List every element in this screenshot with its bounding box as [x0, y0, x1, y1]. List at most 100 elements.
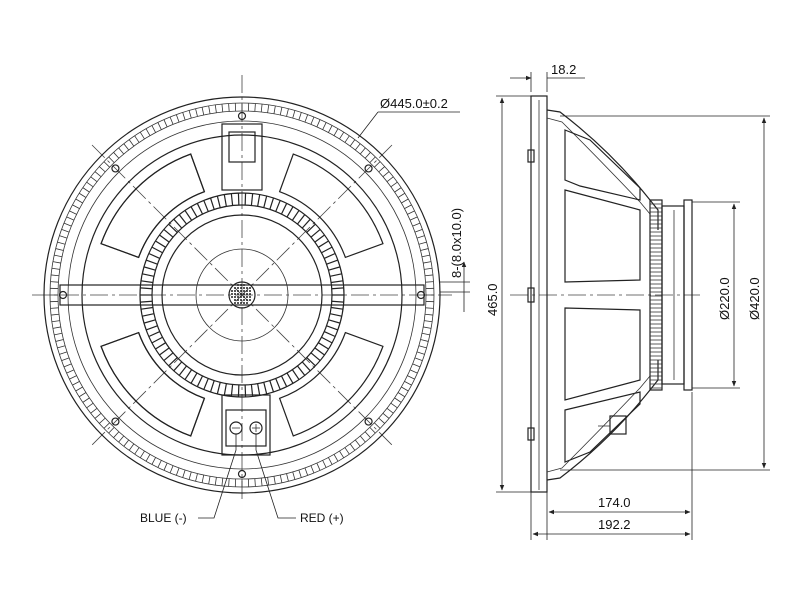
grille-dot	[240, 284, 242, 286]
surround-tick	[134, 135, 140, 143]
surround-tick	[82, 187, 90, 193]
cooling-fin	[250, 384, 254, 397]
cooling-fin	[263, 382, 268, 395]
cooling-fin	[203, 378, 209, 390]
side-view: 18.2 465.0 Ø220.0 Ø420.0 174.0 192.2	[485, 62, 770, 540]
cooling-fin	[301, 361, 311, 372]
cooling-fin	[314, 347, 325, 356]
surround-tick	[128, 139, 135, 147]
surround-tick	[390, 181, 398, 188]
cooling-fin	[143, 266, 156, 271]
cooling-fin	[223, 383, 227, 396]
cooling-fin	[323, 252, 336, 259]
surround-tick	[374, 422, 381, 429]
cooling-fin	[321, 246, 333, 254]
surround-tick	[349, 443, 356, 451]
surround-tick	[404, 204, 412, 209]
surround-tick	[118, 147, 125, 155]
outer-diameter-leader	[357, 111, 379, 139]
cooling-fin	[280, 375, 288, 387]
cooling-fin	[196, 375, 204, 387]
surround-tick	[55, 248, 64, 251]
grille-dot	[246, 287, 248, 289]
surround-tick	[273, 476, 276, 485]
surround-tick	[69, 375, 77, 380]
surround-tick	[94, 171, 102, 178]
mounting-hole	[111, 417, 120, 426]
surround-tick	[61, 228, 70, 233]
surround-tick	[228, 478, 230, 487]
surround-tick	[416, 351, 425, 355]
surround-tick	[260, 477, 263, 486]
surround-ticks	[50, 103, 434, 487]
surround-tick	[298, 112, 302, 121]
surround-tick	[163, 462, 168, 471]
surround-tick	[94, 412, 102, 419]
surround-tick	[420, 248, 429, 251]
surround-tick	[386, 407, 394, 414]
grille-dot	[240, 296, 242, 298]
surround-tick	[423, 261, 432, 264]
surround-tick	[208, 105, 211, 114]
basket-top-inner	[546, 117, 651, 215]
surround-tick	[139, 450, 145, 459]
grille-dot	[237, 287, 239, 289]
surround-tick	[390, 402, 398, 409]
surround-tick	[328, 125, 333, 133]
cooling-fin	[216, 195, 221, 208]
surround-tick	[292, 471, 296, 480]
cooling-fin	[190, 372, 198, 384]
cooling-fin	[148, 331, 161, 338]
surround-tick	[382, 171, 390, 178]
grille-dot	[234, 290, 236, 292]
grille-dot	[240, 287, 242, 289]
grille-dot	[246, 302, 248, 304]
basket-window	[100, 153, 206, 259]
cooling-fin	[269, 197, 275, 210]
surround-tick	[103, 422, 110, 429]
surround-tick	[344, 447, 350, 455]
grille-dot	[240, 302, 242, 304]
surround-tick	[182, 469, 186, 478]
surround-tick	[123, 439, 130, 447]
surround-tick	[378, 166, 385, 173]
grille-dot	[246, 299, 248, 301]
red-terminal-leader	[255, 434, 296, 519]
surround-tick	[201, 474, 205, 483]
cooling-fin	[301, 218, 311, 229]
frame-outer-ring	[43, 96, 441, 494]
cooling-fin	[250, 193, 254, 206]
surround-tick	[286, 108, 289, 117]
surround-tick	[55, 339, 64, 342]
magnet-diameter-label: Ø220.0	[717, 277, 732, 320]
cooling-fin	[275, 200, 281, 212]
grille-dot	[243, 284, 245, 286]
cooling-fin	[230, 384, 234, 397]
surround-tick	[113, 152, 120, 159]
surround-tick	[424, 267, 433, 270]
surround-tick	[195, 473, 198, 482]
surround-tick	[75, 386, 83, 392]
cooling-fin	[140, 287, 153, 290]
surround-tick	[72, 204, 80, 209]
surround-tick	[386, 176, 394, 183]
cooling-fin	[223, 194, 227, 207]
surround-tick	[420, 339, 429, 342]
grille-dot	[234, 293, 236, 295]
surround-tick	[50, 281, 59, 283]
cooling-fin	[142, 273, 155, 277]
blue-terminal-label: BLUE (-)	[140, 511, 187, 525]
cooling-fin	[306, 357, 316, 367]
cooling-fin	[306, 223, 316, 233]
surround-tick	[397, 392, 406, 398]
surround-tick	[145, 128, 151, 136]
grille-dot	[243, 290, 245, 292]
vent-grille-pattern	[231, 284, 251, 304]
cooling-fin	[155, 342, 166, 350]
surround-tick	[51, 320, 60, 323]
flange-thickness-label: 18.2	[551, 62, 576, 77]
surround-tick	[61, 357, 70, 362]
surround-tick	[418, 241, 427, 245]
cooling-fin	[178, 214, 188, 225]
grille-dot	[237, 290, 239, 292]
